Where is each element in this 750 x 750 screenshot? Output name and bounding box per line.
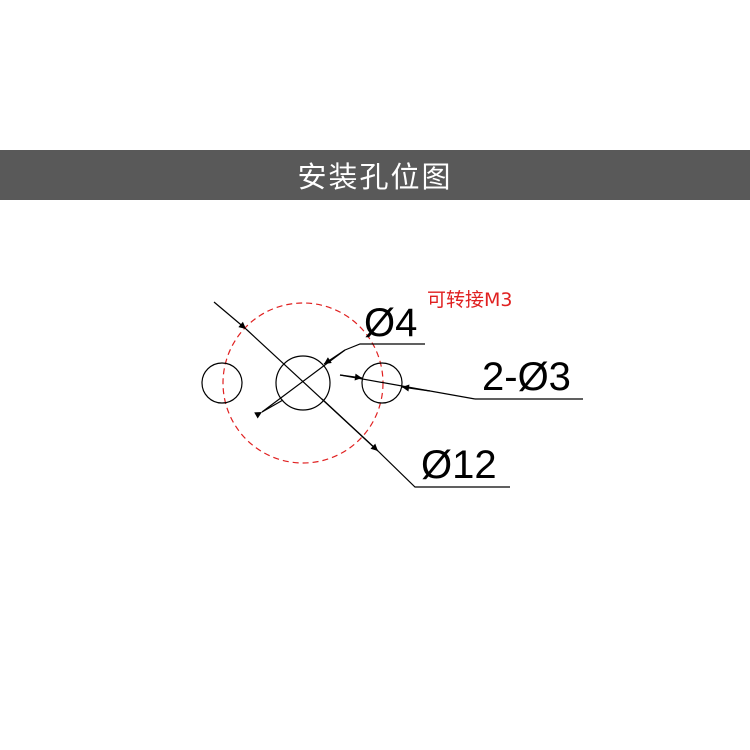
leader-center-hole — [344, 343, 425, 351]
page-title: 安装孔位图 — [297, 160, 453, 194]
label-side-holes: 2-Ø3 — [482, 355, 571, 399]
label-center-hole: Ø4 — [364, 301, 417, 345]
side-hole-right — [361, 362, 403, 404]
dim-line-center-hole-upper — [323, 349, 346, 365]
dim-line-bolt-circle-top — [213, 301, 247, 330]
side-hole-left — [201, 362, 243, 404]
bolt-circle — [222, 302, 384, 464]
label-bolt-circle: Ø12 — [421, 443, 497, 487]
dim-line-side-hole-outer — [401, 384, 431, 392]
title-bar: 安装孔位图 — [0, 150, 750, 200]
center-hole — [275, 355, 331, 411]
dim-line-bolt-circle-bottom — [321, 398, 379, 452]
dim-line-side-hole — [339, 374, 476, 400]
dim-line-center-hole — [261, 349, 346, 413]
label-note-m3: 可转接M3 — [427, 289, 512, 311]
leader-bolt-circle — [377, 450, 510, 488]
